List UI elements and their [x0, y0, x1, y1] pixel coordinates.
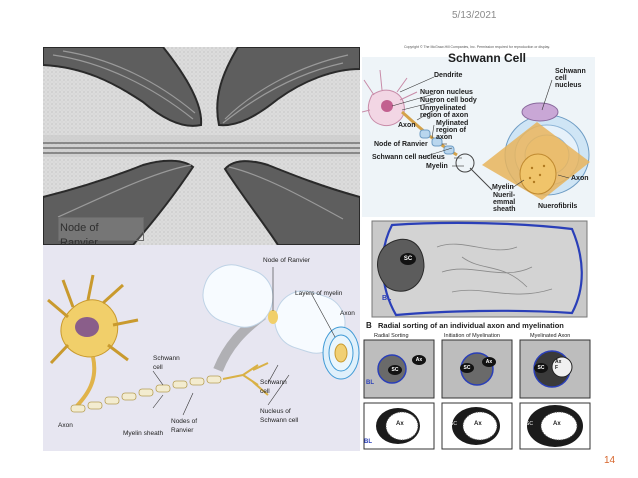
- label-myelin-left: Myelin: [426, 163, 448, 170]
- column-myelinated-axon: Myelinated Axon: [530, 333, 571, 339]
- ax-badge-1: Ax: [412, 355, 426, 365]
- slide-number: 14: [604, 455, 616, 466]
- sc-badge-1: SC: [388, 365, 402, 375]
- sc-label-4: SC: [368, 421, 375, 427]
- ax-label-6: Ax: [553, 421, 561, 427]
- label-axon-right: Axon: [340, 310, 355, 317]
- label-schwann-cell-nucleus-right: Schwann cell nucleus: [555, 68, 586, 89]
- label-nucleus-of-schwann-cell: Nucleus of Schwann cell: [260, 408, 299, 424]
- slide-date: 5/13/2021: [452, 10, 497, 21]
- label-neurofibrils: Nuerofibrils: [538, 203, 578, 210]
- label-nodes-of-ranvier: Nodes of Ranvier: [171, 418, 198, 434]
- label-layers-of-myelin: Layers of myelin: [295, 290, 343, 297]
- label-myelin-bottom: Myelin: [492, 184, 514, 191]
- sc-badge-3: SC: [534, 363, 548, 373]
- schwann-cell-title: Schwann Cell: [448, 51, 527, 65]
- label-axon-right: Axon: [571, 175, 589, 182]
- bl-label-main: BL: [382, 295, 392, 302]
- label-axon-left: Axon: [58, 422, 73, 429]
- schwann-cell-diagram: Copyright © The McGraw-Hill Companies, I…: [362, 40, 595, 217]
- section-letter: B: [366, 321, 372, 330]
- node-of-ranvier-label-box: [58, 217, 144, 241]
- bl-label-1: BL: [366, 380, 374, 386]
- label-myelinated: Mylinated region of axon: [436, 120, 469, 141]
- sc-badge-main: SC: [400, 253, 416, 265]
- label-myelin-sheath: Myelin sheath: [123, 430, 164, 437]
- label-node-of-ranvier: Node of Ranvier: [374, 141, 428, 148]
- label-neuron-cell-body: Nueron cell body: [420, 97, 477, 104]
- ax-label-4: Ax: [396, 421, 404, 427]
- ax-label-5: Ax: [474, 421, 482, 427]
- section-title: Radial sorting of an individual axon and…: [378, 321, 564, 330]
- ax-label-3: Ax F: [555, 359, 562, 371]
- ax-badge-2: Ax: [482, 357, 496, 367]
- label-node-of-ranvier-top: Node of Ranvier: [263, 257, 310, 264]
- radial-sorting-figure: SC BL B Radial sorting of an individual …: [362, 217, 595, 452]
- label-neurilemmal-sheath: Nueril- emmal sheath: [493, 192, 516, 213]
- sc-badge-2: SC: [460, 363, 474, 373]
- label-axon-left: Axon: [398, 122, 416, 129]
- label-neuron-nucleus: Nueron nucleus: [420, 89, 473, 96]
- label-dendrite: Dendrite: [434, 72, 463, 79]
- column-initiation-of-myelination: Initiation of Myelination: [444, 333, 500, 339]
- neuron-myelin-diagram: Node of Ranvier Layers of myelin Axon Sc…: [43, 245, 360, 451]
- label-schwann-cell-mid: Schwann cell: [153, 355, 180, 371]
- node-of-ranvier-micrograph: [43, 47, 360, 245]
- sc-label-5: SC: [450, 421, 457, 427]
- copyright-notice: Copyright © The McGraw-Hill Companies, I…: [404, 45, 551, 49]
- sc-label-6: SC: [526, 421, 533, 427]
- label-schwann-cell-nucleus: Schwann cell nucleus: [372, 154, 445, 161]
- bl-label-2: BL: [364, 439, 372, 445]
- label-unmyelinated: Unmyelinated region of axon: [420, 105, 469, 119]
- column-radial-sorting: Radial Sorting: [374, 333, 409, 339]
- label-schwann-cell-right: Schwann cell: [260, 379, 287, 395]
